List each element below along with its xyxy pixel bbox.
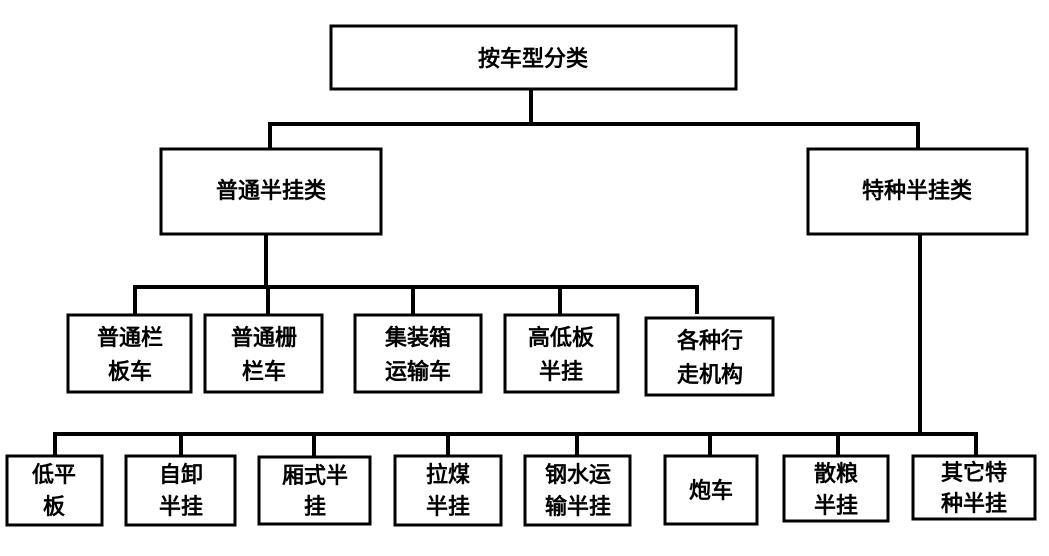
category-node-normal: 普通半挂类: [159, 147, 383, 236]
special-child-node-4: 拉煤 半挂: [393, 454, 503, 527]
special-child-label-4-line-1: 拉煤: [426, 462, 470, 488]
root-node: 按车型分类: [329, 24, 738, 91]
special-child-label-7-line-2: 半挂: [814, 493, 858, 519]
normal-child-box-1: [66, 313, 193, 394]
special-child-box-1: [5, 454, 104, 527]
category-label-normal: 普通半挂类: [216, 178, 327, 204]
special-child-label-3-line-1: 厢式半: [282, 464, 348, 489]
special-child-label-3-line-2: 挂: [304, 494, 326, 520]
special-child-label-8-line-1: 其它特: [941, 460, 1007, 486]
root-box: [329, 24, 738, 91]
special-child-label-1-line-1: 低平: [31, 463, 76, 488]
normal-child-node-2: 普通栅 栏车: [203, 313, 324, 394]
category-label-special: 特种半挂类: [862, 178, 973, 204]
special-child-label-7-line-1: 散粮: [814, 461, 858, 487]
special-child-box-2: [124, 454, 237, 527]
normal-child-box-2: [203, 313, 324, 394]
special-child-label-8-line-2: 种半挂: [941, 491, 1007, 517]
category-box-normal: [159, 147, 383, 236]
category-box-special: [806, 147, 1029, 236]
special-child-node-2: 自卸 半挂: [124, 454, 237, 527]
normal-child-label-2-line-1: 普通栅: [231, 325, 297, 351]
normal-child-node-3: 集装箱 运输车: [353, 313, 483, 394]
normal-child-label-1-line-2: 板车: [108, 359, 152, 385]
special-child-node-5: 钢水运 输半挂: [523, 454, 632, 527]
special-child-box-4: [393, 454, 503, 527]
special-child-node-1: 低平 板: [5, 454, 104, 527]
special-child-node-6: 炮车: [663, 454, 759, 526]
special-child-box-8: [911, 454, 1037, 521]
normal-child-label-2-line-2: 栏车: [242, 359, 286, 385]
normal-child-node-4: 高低板 半挂: [503, 313, 620, 394]
special-child-label-6: 炮车: [689, 478, 733, 504]
root-label: 按车型分类: [478, 46, 589, 72]
normal-child-box-4: [503, 313, 620, 394]
normal-child-label-5-line-1: 各种行: [676, 328, 743, 354]
special-child-node-3: 厢式半 挂: [257, 455, 372, 526]
special-child-label-5-line-1: 钢水运: [545, 462, 611, 488]
special-child-label-5-line-2: 输半挂: [545, 494, 611, 520]
special-child-node-7: 散粮 半挂: [782, 454, 890, 523]
special-child-node-8: 其它特 种半挂: [911, 454, 1037, 521]
normal-child-label-4-line-2: 半挂: [539, 359, 583, 385]
special-child-box-7: [782, 454, 890, 523]
special-child-label-2-line-2: 半挂: [159, 494, 203, 520]
connector-lines: [53, 86, 978, 456]
special-child-box-3: [257, 455, 372, 526]
special-child-label-1-line-2: 板: [43, 495, 66, 520]
normal-child-node-5: 各种行 走机构: [644, 316, 775, 397]
normal-child-label-4-line-1: 高低板: [528, 325, 595, 351]
normal-child-label-5-line-2: 走机构: [677, 362, 743, 388]
category-node-special: 特种半挂类: [806, 147, 1029, 236]
normal-child-node-1: 普通栏 板车: [66, 313, 193, 394]
special-child-label-4-line-2: 半挂: [426, 494, 470, 520]
normal-child-label-3-line-2: 运输车: [385, 359, 451, 385]
special-child-box-6: [663, 454, 759, 526]
special-child-box-5: [523, 454, 632, 527]
normal-child-box-5: [644, 316, 775, 397]
normal-child-label-3-line-1: 集装箱: [384, 325, 451, 351]
normal-child-label-1-line-1: 普通栏: [97, 325, 163, 351]
special-child-label-2-line-1: 自卸: [159, 462, 203, 488]
normal-child-box-3: [353, 313, 483, 394]
